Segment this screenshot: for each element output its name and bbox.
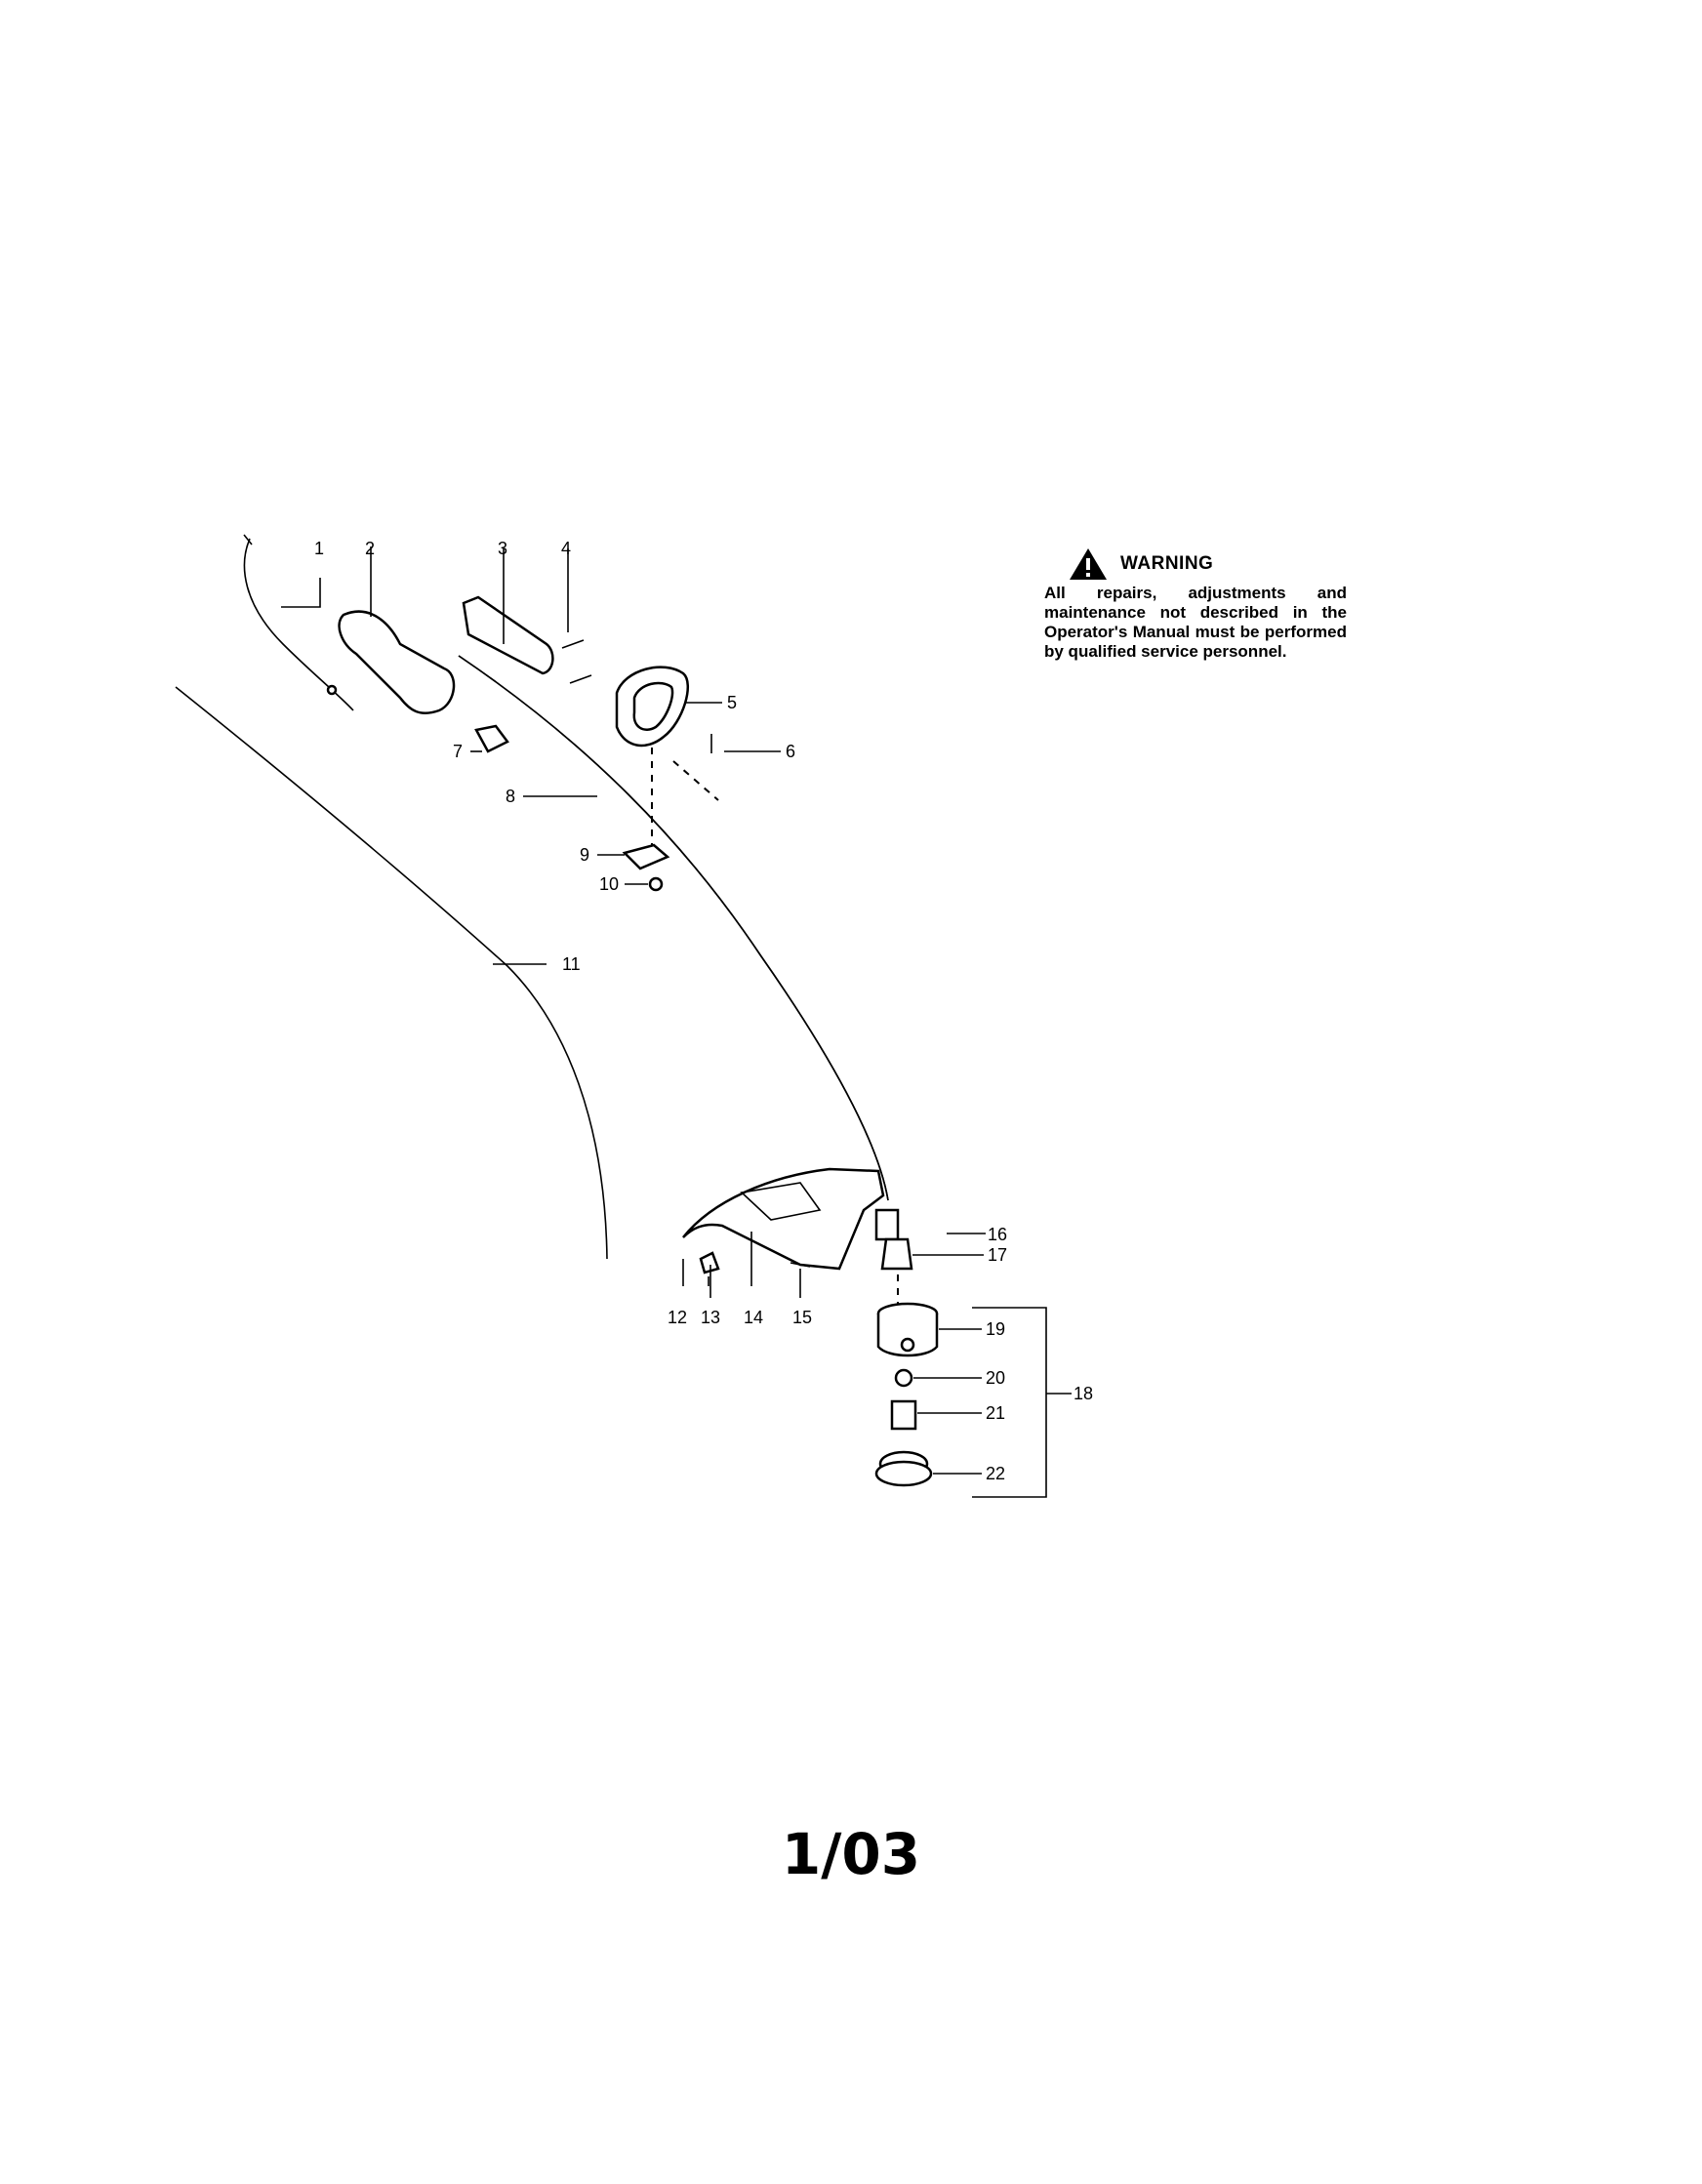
- part-9-bracket-clip: [597, 843, 670, 870]
- callout-8: 8: [506, 787, 515, 806]
- callout-9: 9: [580, 845, 589, 865]
- callout-12: 12: [668, 1308, 687, 1327]
- callout-21: 21: [986, 1403, 1005, 1423]
- part-7-clamp: [470, 724, 509, 753]
- part-21-spool: [890, 1399, 982, 1431]
- callout-16: 16: [988, 1225, 1007, 1244]
- callout-15: 15: [792, 1308, 812, 1327]
- part-18-bracket: [972, 1307, 1072, 1498]
- callout-10: 10: [599, 874, 619, 894]
- page-date: 1/03: [781, 1821, 921, 1887]
- callout-1: 1: [314, 539, 324, 558]
- part-20-spring: [894, 1368, 982, 1388]
- assembly-line-screw: [672, 760, 719, 801]
- callout-17: 17: [988, 1245, 1007, 1265]
- warning-text: All repairs, adjustments and maintenance…: [1044, 584, 1347, 661]
- part-2-handle-grip: [338, 546, 456, 714]
- part-22-bump-knob: [874, 1450, 982, 1487]
- part-14-deflector-shield: [682, 1167, 885, 1286]
- part-1-throttle-cable: [243, 534, 354, 711]
- callout-14: 14: [744, 1308, 763, 1327]
- part-15-screw: [790, 1262, 811, 1298]
- warning-triangle-icon: [1070, 548, 1107, 580]
- callout-13: 13: [701, 1308, 720, 1327]
- callout-18: 18: [1074, 1384, 1093, 1403]
- callout-5: 5: [727, 693, 737, 712]
- part-12-13-fastener: [682, 1251, 720, 1298]
- callout-7: 7: [453, 742, 463, 761]
- part-10-wing-nut: [625, 876, 664, 892]
- callout-19: 19: [986, 1319, 1005, 1339]
- warning-notice: WARNING All repairs, adjustments and mai…: [1044, 546, 1347, 662]
- warning-title: WARNING: [1120, 553, 1214, 574]
- warning-header: WARNING: [1068, 546, 1347, 582]
- part-5-guard-loop: [615, 666, 722, 748]
- callout-3: 3: [498, 539, 507, 558]
- callout-20: 20: [986, 1368, 1005, 1388]
- part-16-17-clamp-spindle: [874, 1208, 986, 1271]
- callout-6: 6: [786, 742, 795, 761]
- part-11-drive-cable: [175, 686, 608, 1260]
- part-8-shaft: [458, 655, 889, 1201]
- callout-11: 11: [562, 954, 581, 974]
- part-19-spool-housing: [876, 1302, 982, 1357]
- callout-4: 4: [561, 539, 571, 558]
- callout-22: 22: [986, 1464, 1005, 1483]
- part-3-handle-bracket: [462, 548, 554, 675]
- part-4-screws: [561, 548, 592, 684]
- part-6-screw: [710, 734, 781, 753]
- callout-2: 2: [365, 539, 375, 558]
